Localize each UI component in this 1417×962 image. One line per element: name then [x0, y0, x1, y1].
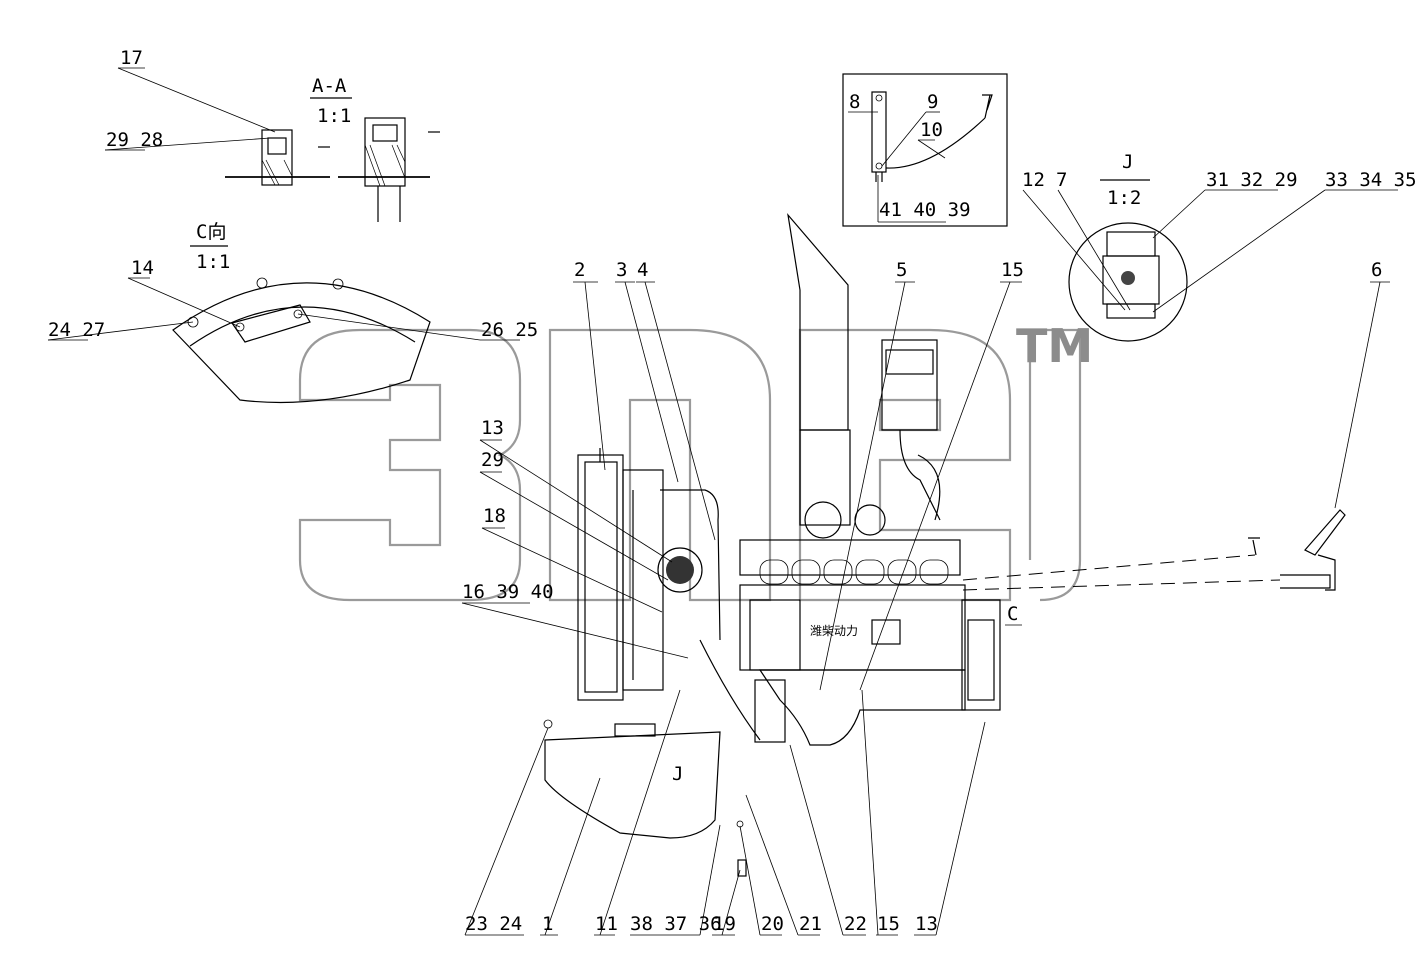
callout-17: 17: [120, 47, 143, 69]
callout-29-28: 29 28: [106, 129, 163, 151]
callout-18: 18: [483, 505, 506, 527]
callout-3: 3: [616, 259, 627, 281]
callout-5: 5: [896, 259, 907, 281]
detail-j-view: J 1:2 12 7 31 32 29 33 34 35: [1022, 151, 1417, 342]
callout-19: 19: [713, 913, 736, 935]
engine-main-view: 潍柴动力 J C: [543, 212, 1346, 877]
callout-23-24: 23 24: [465, 913, 522, 935]
j-view-scale: 1:2: [1107, 187, 1141, 209]
callout-1: 1: [542, 913, 553, 935]
callout-6: 6: [1371, 259, 1382, 281]
callout-16-39-40: 16 39 40: [462, 581, 554, 603]
watermark-logo: TM: [298, 319, 1093, 602]
c-view-scale: 1:1: [196, 251, 230, 273]
callout-11: 11: [595, 913, 618, 935]
callout-31-32-29: 31 32 29: [1206, 169, 1298, 191]
callout-10: 10: [920, 119, 943, 141]
callout-21: 21: [799, 913, 822, 935]
c-direction-view: C向 1:1 14 24 27 26 25: [47, 221, 538, 404]
j-view-title: J: [1122, 151, 1133, 173]
c-view-title: C向: [196, 221, 226, 243]
callout-33-34-35: 33 34 35: [1325, 169, 1417, 191]
callout-8: 8: [849, 91, 860, 113]
callout-2: 2: [574, 259, 585, 281]
watermark-trademark: TM: [1016, 319, 1093, 373]
callout-15-top: 15: [1001, 259, 1024, 281]
callout-26-25: 26 25: [481, 319, 538, 341]
callout-22: 22: [844, 913, 867, 935]
aa-view-title: A-A: [312, 75, 347, 97]
main-view-callouts: 2 3 4 5 15 6 13 29 18 16 39 4: [461, 259, 1390, 936]
callout-12: 12: [1022, 169, 1045, 191]
engine-plate-text: 潍柴动力: [810, 624, 858, 638]
callout-9: 9: [927, 91, 938, 113]
callout-29: 29: [481, 449, 504, 471]
detail-bracket-view: 8 9 10 41 40 39: [842, 73, 1008, 227]
callout-4: 4: [637, 259, 648, 281]
callout-13-top: 13: [481, 417, 504, 439]
section-mark-j: J: [672, 763, 683, 785]
aa-view-scale: 1:1: [317, 105, 351, 127]
callout-15-bottom: 15: [877, 913, 900, 935]
callout-41-40-39: 41 40 39: [879, 199, 971, 221]
callout-20: 20: [761, 913, 784, 935]
callout-14: 14: [131, 257, 154, 279]
callout-13-bottom: 13: [915, 913, 938, 935]
callout-7: 7: [1056, 169, 1067, 191]
callout-38-37-36: 38 37 36: [630, 913, 722, 935]
section-mark-c: C: [1007, 603, 1018, 625]
callout-24-27: 24 27: [48, 319, 105, 341]
section-aa-view: A-A 1:1 17 29 28: [104, 47, 440, 222]
